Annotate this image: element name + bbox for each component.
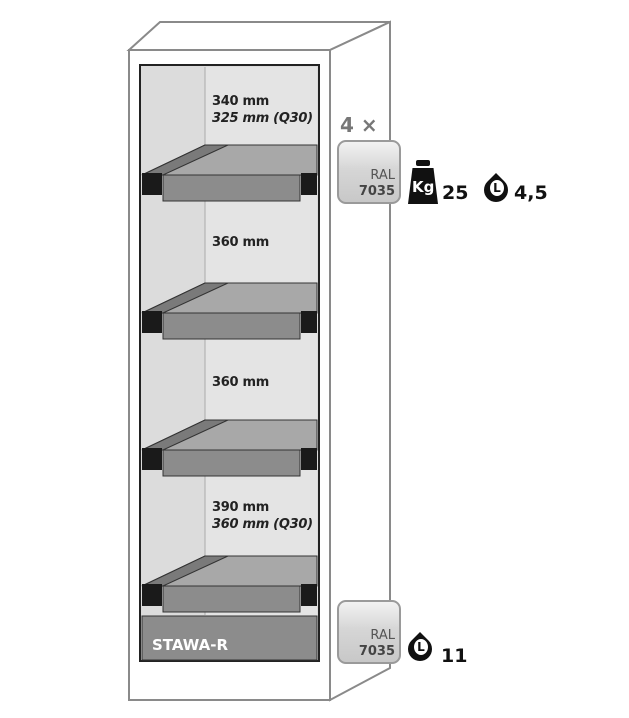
bottom-sump: [141, 615, 318, 661]
shelf-tray-front: [162, 449, 301, 477]
shelf-bracket-left: [142, 584, 162, 606]
compartment-1-height: 340 mm: [212, 94, 269, 109]
compartment-3-height: 360 mm: [212, 375, 269, 390]
ral-code: 7035: [358, 184, 395, 199]
shelf-bracket-right: [301, 311, 317, 333]
shelf-load: 25: [442, 182, 469, 204]
shelf-volume: 4,5: [514, 182, 548, 204]
shelf-color-swatch: RAL 7035: [337, 140, 401, 204]
compartment-1-height-q30: 325 mm (Q30): [212, 111, 313, 126]
shelf-tray-front: [162, 312, 301, 340]
sump-label: STAWA-R: [152, 636, 229, 654]
compartment-4-height: 390 mm: [212, 500, 269, 515]
shelf-tray-front: [162, 585, 301, 613]
weight-icon: Kg: [408, 160, 438, 204]
sump-color-swatch: RAL 7035: [337, 600, 401, 664]
shelf-tray-front: [162, 174, 301, 202]
compartment-2-height: 360 mm: [212, 235, 269, 250]
ral-label: RAL: [370, 628, 395, 643]
drop-icon: L: [479, 168, 513, 207]
shelf-bracket-left: [142, 448, 162, 470]
sump-volume: 11: [441, 645, 468, 667]
shelf-quantity: 4 ×: [340, 113, 378, 137]
shelf-bracket-right: [301, 448, 317, 470]
shelf-bracket-left: [142, 173, 162, 195]
shelf-bracket-right: [301, 173, 317, 195]
shelf-bracket-right: [301, 584, 317, 606]
shelf-bracket-left: [142, 311, 162, 333]
compartment-4-height-q30: 360 mm (Q30): [212, 517, 313, 532]
drop-icon: L: [403, 627, 437, 666]
ral-code: 7035: [358, 644, 395, 659]
ral-label: RAL: [370, 168, 395, 183]
